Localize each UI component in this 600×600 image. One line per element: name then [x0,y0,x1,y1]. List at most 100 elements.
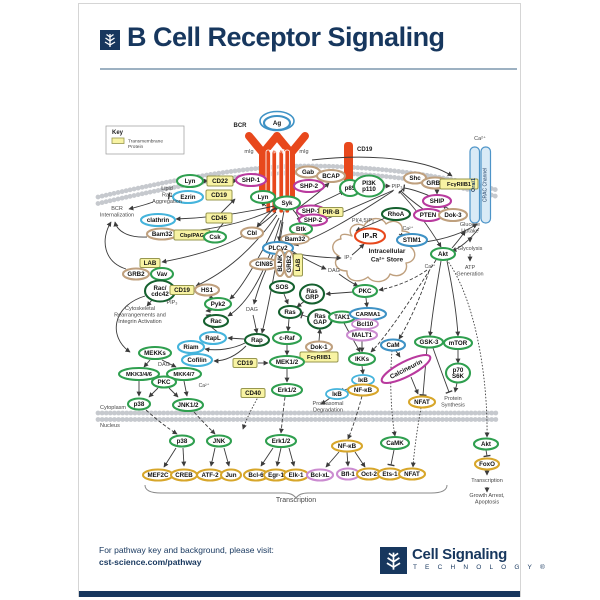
signal-edge [432,347,453,394]
protein-label: IκB [358,377,368,384]
diagram-text: Synthesis [441,403,465,409]
protein-oval [203,296,233,312]
node-bfl1: Bfl-1 [335,467,361,481]
signal-edge [227,335,245,341]
node-erk12-c: Erk1/2 [270,382,304,398]
diagram-text: Degradation [313,408,343,414]
protein-label: NF-κB [338,443,357,450]
protein-label: Bcl-6 [248,472,264,479]
protein-oval [380,206,412,222]
signal-edge [128,201,154,211]
tm-protein-box [205,189,233,201]
protein-label: Erk1/2 [278,387,297,394]
protein-label: p38 [177,438,188,445]
protein-label: LAB [144,260,157,267]
node-bcap: BCAP [315,168,347,184]
protein-label: Gab [302,169,314,176]
node-craf: c-Raf [271,330,303,346]
protein-oval [473,457,501,471]
node-dok3: Dok-3 [437,207,469,223]
signal-edge [325,451,340,468]
diagram-text: BCR [234,123,248,129]
signal-edge [424,223,478,243]
protein-label: Rap [251,337,263,344]
protein-oval [243,332,271,348]
signal-edge [398,270,430,340]
signal-edge [213,345,247,364]
protein-label: Btk [296,226,307,233]
diagram-text: Aggregation [152,199,182,205]
signal-edge [296,182,330,210]
protein-label: SHP-1 [242,177,261,184]
diagram-text: Rearrangements and [114,313,166,319]
signal-edge [364,297,369,308]
tm-protein-box [232,358,258,368]
protein-label: Lyn [258,194,269,201]
protein-oval [175,173,205,189]
node-nfat-c: NFAT [407,395,437,409]
protein-oval [407,395,437,409]
protein-label: p85 [345,185,356,192]
protein-oval [268,354,306,370]
protein-label: Lyn [185,178,196,185]
protein-label: CIN85 [255,261,273,268]
node-ikb-free: IκB [325,388,349,400]
protein-oval [444,362,472,384]
protein-label: HS1 [201,287,214,294]
node-pyk2: Pyk2 [203,296,233,312]
signal-edge [260,447,274,467]
protein-label: Ets-1 [382,471,398,478]
protein-oval [395,232,429,248]
protein-label: Cbl [247,230,257,237]
protein-oval [346,383,380,397]
node-ezrin: Ezrin [171,189,205,205]
node-mef2c: MEF2C [141,468,175,482]
protein-label: Ras [284,309,296,316]
node-ship: SHIP [421,193,453,209]
footer-url[interactable]: cst-science.com/pathway [99,557,202,568]
signal-edge [161,359,177,368]
signal-edge [325,291,354,297]
protein-oval [429,246,457,262]
protein-oval [264,433,298,449]
signal-edge [220,198,236,214]
protein-label: SHP-1 [302,208,321,215]
protein-label: FcγRIIB1 [307,355,331,361]
protein-label: JNK1/2 [178,402,200,409]
node-nfat-n: NFAT [397,467,427,481]
protein-label: CD19 [174,287,190,294]
signal-edge [143,359,151,368]
node-atf2: ATF-2 [195,468,225,482]
diagram-text: Lipid [161,186,173,192]
protein-label: Elk-1 [289,472,304,479]
tree-icon [386,552,401,570]
protein-label: JNK [213,438,226,445]
diagram-text: BCR [111,206,123,212]
protein-label: IκB [332,391,342,398]
protein-label: Riam [183,344,199,351]
protein-label: CD19 [211,192,227,199]
node-rac: Rac [202,313,230,329]
diagram-text: Orai1 [471,178,477,192]
signal-edge [354,451,366,468]
signal-edge [115,295,146,353]
protein-label: BCAP [322,173,340,180]
protein-oval [262,114,292,132]
protein-oval [171,189,205,205]
protein-oval [325,388,349,400]
signal-edge [227,219,282,317]
protein-label: CD19 [237,360,253,367]
protein-label: CREB [175,472,193,479]
protein-label: PTEN [420,212,437,219]
signal-edge [209,447,216,467]
node-creb: CREB [169,468,199,482]
protein-oval [352,174,386,198]
protein-label: Vav [157,271,168,278]
tm-protein-swatch [111,137,125,144]
protein-label: MKK3/4/6 [126,372,153,378]
